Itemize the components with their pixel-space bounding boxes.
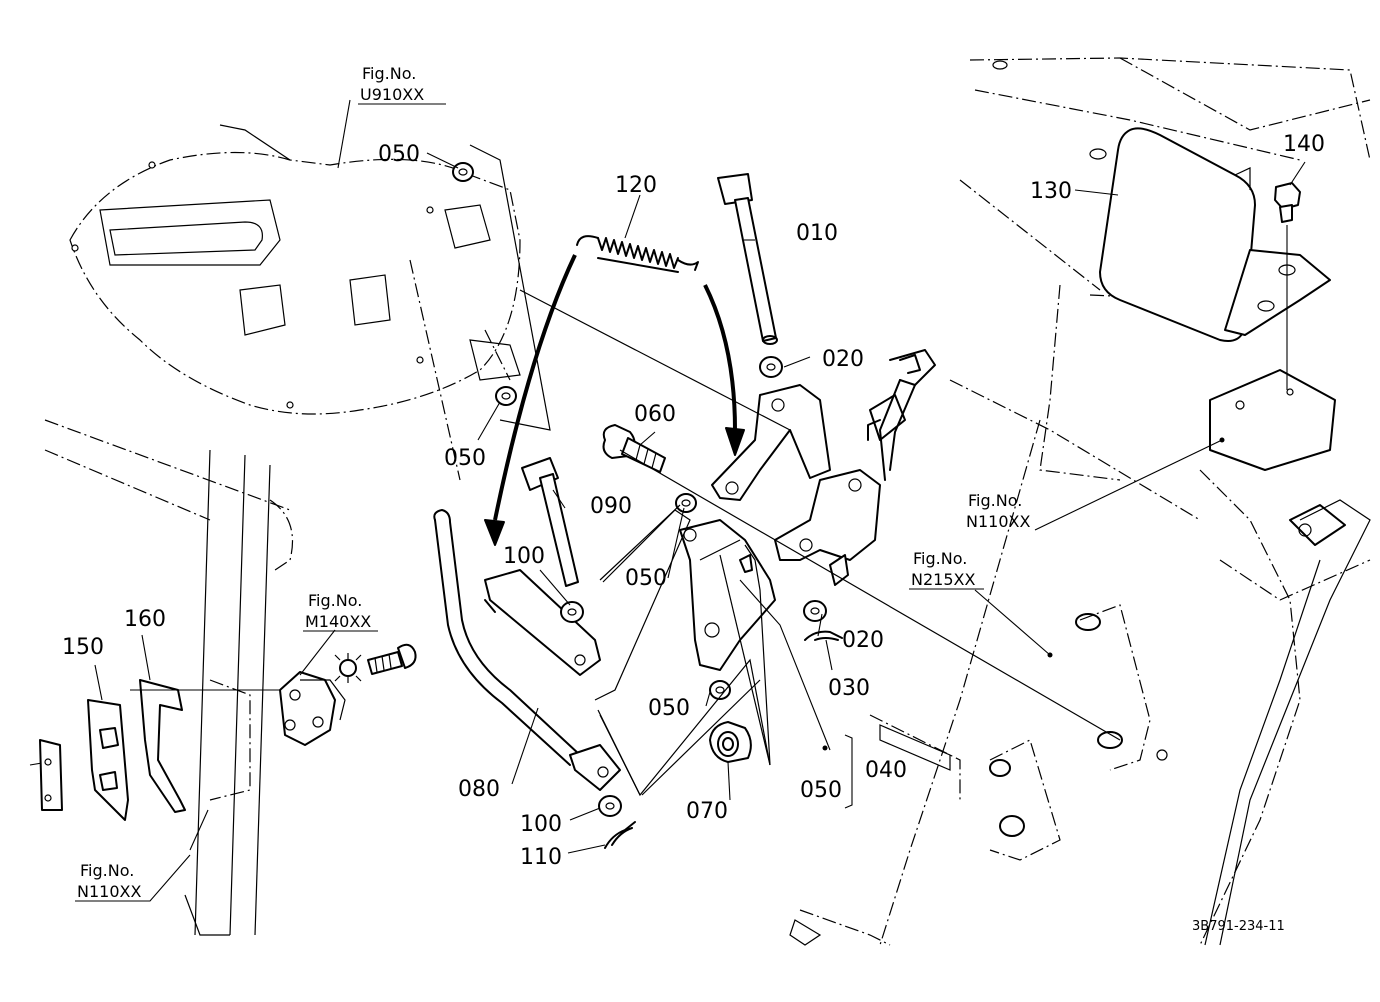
figure-references: Fig.No. U910XX Fig.No. M140XX Fig.No. N1… [75,64,1030,902]
callout-040: 040 [865,758,907,783]
figref-n110-right-label: Fig.No. [968,491,1022,510]
callout-130: 130 [1030,179,1072,204]
callout-050-center: 050 [625,566,667,591]
figref-m140-code: M140XX [305,612,371,631]
callout-050-bottom: 050 [800,778,842,803]
top-plate-ghost [69,124,521,481]
spring-arrow-right [703,284,737,431]
part-070-bushing [709,721,752,763]
figref-n215-label: Fig.No. [913,549,967,568]
callout-050-top: 050 [378,142,420,167]
callout-140: 140 [1283,132,1325,157]
figref-n110-right-code: N110XX [966,512,1030,531]
figref-n110-left-code: N110XX [77,882,141,901]
drawing-number: 3B791-234-11 [1192,919,1285,934]
callout-050-mid: 050 [444,446,486,471]
callout-100-lower: 100 [520,812,562,837]
figref-u910-label: Fig.No. [362,64,416,83]
callout-100-upper: 100 [503,544,545,569]
part-010-pin [717,173,778,345]
callout-070: 070 [686,799,728,824]
figref-n215-code: N215XX [911,570,975,589]
callout-020-top: 020 [822,347,864,372]
m140-plate [279,671,346,746]
background-frame [29,57,1371,946]
figref-u910-code: U910XX [360,85,424,104]
figref-m140-label: Fig.No. [308,591,362,610]
part-160-spring-plate [139,679,186,813]
part-120-spring [576,235,699,273]
callout-050-lower: 050 [648,696,690,721]
part-140-bolt [1274,182,1301,390]
leader-lines [94,99,1306,854]
clip-pins [604,630,843,849]
part-150-bracket [39,699,129,821]
callout-080: 080 [458,777,500,802]
washers [452,162,827,817]
callout-160: 160 [124,607,166,632]
callout-010: 010 [796,221,838,246]
callout-120: 120 [615,173,657,198]
callout-labels: 050 050 050 050 050 010 020 020 030 040 … [62,132,1325,870]
main-bracket-upper [711,349,936,586]
callout-020-lower: 020 [842,628,884,653]
spring-arrow-left [493,254,577,521]
lock-washer-and-bolt [334,643,417,683]
callout-090: 090 [590,494,632,519]
figref-n110-left-label: Fig.No. [80,861,134,880]
callout-030: 030 [828,676,870,701]
assembly-guide-lines [469,144,1121,797]
part-080-lever [433,509,621,791]
part-090-pin [521,457,579,587]
part-130-pad [1099,127,1336,471]
callout-150: 150 [62,635,104,660]
callout-110: 110 [520,845,562,870]
part-060-bolt [602,424,666,473]
callout-060: 060 [634,402,676,427]
